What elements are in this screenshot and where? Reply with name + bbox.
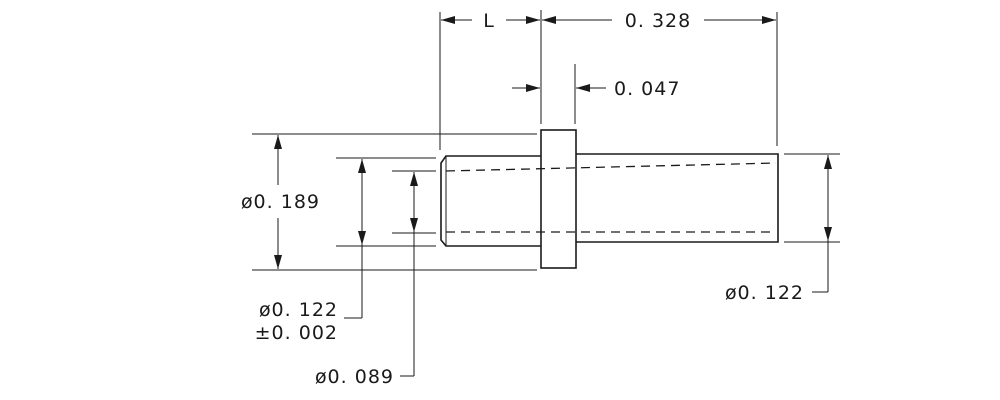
dimension-tail-diameter: ø0. 122 <box>725 155 832 304</box>
flange-diameter-label: ø0. 189 <box>241 191 320 213</box>
overall-length-label: 0. 328 <box>625 10 691 32</box>
part-outline <box>440 129 779 269</box>
left-shank-outline <box>440 155 541 247</box>
flange-thickness-label: 0. 047 <box>614 78 680 100</box>
dimension-overall-length: 0. 328 <box>542 10 776 32</box>
shank-tolerance-label: ±0. 002 <box>255 322 338 344</box>
shank-diameter-label: ø0. 122 <box>259 299 338 321</box>
flange <box>540 129 577 269</box>
tail-diameter-label: ø0. 122 <box>725 282 804 304</box>
extension-lines <box>252 10 840 271</box>
dimension-bore-diameter: ø0. 089 <box>315 172 418 388</box>
length-l-label: L <box>483 10 495 32</box>
dimension-flange-diameter: ø0. 189 <box>241 135 320 269</box>
right-tube-outline <box>576 153 779 243</box>
bore-hidden-line-top <box>445 162 777 172</box>
bore-diameter-label: ø0. 089 <box>315 366 394 388</box>
dimension-flange-thickness: 0. 047 <box>512 78 680 100</box>
dimension-length-l: L <box>441 10 540 32</box>
dimension-shank-diameter: ø0. 122 ±0. 002 <box>255 159 366 344</box>
